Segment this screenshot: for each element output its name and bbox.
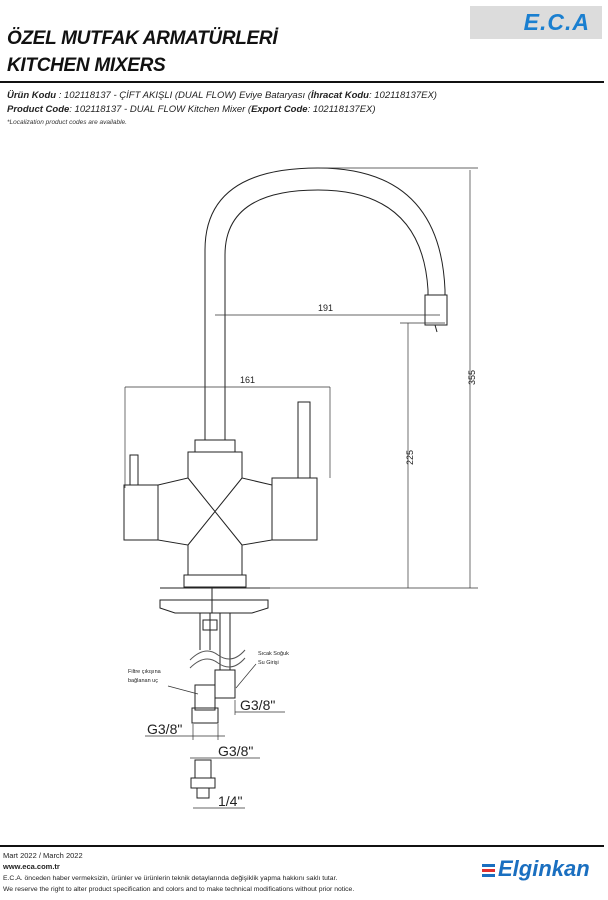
date: Mart 2022 / March 2022 [3,851,83,860]
website-link[interactable]: www.eca.com.tr [3,862,60,871]
elginkan-logo: Elginkan [498,856,590,881]
thread-g1: G3/8" [240,697,275,713]
spout [204,167,446,440]
dim-225: 225 [405,450,415,465]
dim-191: 191 [318,303,333,313]
dim-161: 161 [240,375,255,385]
header-rule [0,81,604,83]
label-filter-2: bağlanan uç [128,678,158,684]
body-cross [157,451,273,576]
elginkan-logo-icon [482,864,495,877]
thread-g3: G3/8" [218,743,253,759]
label-hotcold: Sıcak Soğuk [258,651,289,657]
title-tr: ÖZEL MUTFAK ARMATÜRLERİ [7,28,278,49]
label-hotcold-2: Su Girişi [258,660,279,666]
label-filter: Filtre çıkışına [128,669,162,675]
title-en: KITCHEN MIXERS [7,55,166,76]
thread-quarter: 1/4" [218,793,242,809]
fitting-hotcold [214,669,236,699]
mount-plate [159,599,269,614]
localization-note: *Localization product codes are availabl… [7,119,127,126]
lever-right-base [271,477,318,541]
product-code-en: Product Code: 102118137 - DUAL FLOW Kitc… [7,104,376,115]
footer-rule [0,845,604,847]
dim-355: 355 [467,370,477,385]
product-code-tr: Ürün Kodu : 102118137 - ÇİFT AKIŞLI (DUA… [7,90,437,101]
lever-left-base [123,484,159,541]
base-plate [183,574,247,588]
eca-logo: E.C.A [470,6,602,39]
disclaimer-tr: E.C.A. önceden haber vermeksizin, ürünle… [3,875,338,882]
lever-right [297,401,311,479]
disclaimer-en: We reserve the right to alter product sp… [3,886,355,893]
adapter [194,759,212,779]
thread-g2: G3/8" [147,721,182,737]
lever-left [129,454,139,486]
spout-tip [424,294,448,326]
